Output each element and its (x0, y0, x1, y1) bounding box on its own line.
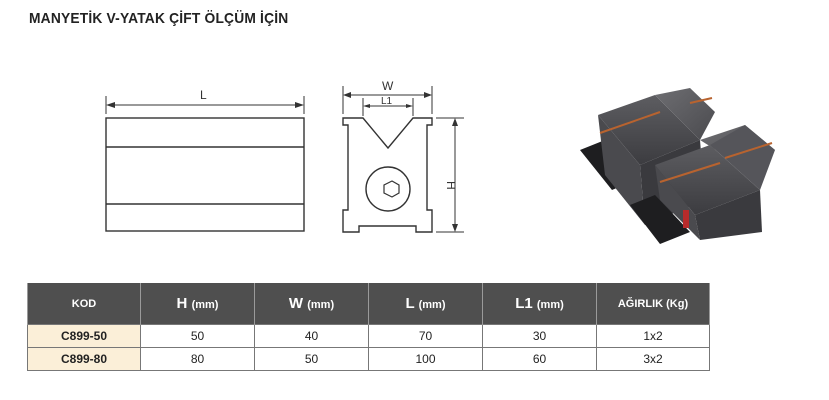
hex-socket-icon (383, 180, 400, 198)
header-l1: L1 (mm) (482, 283, 597, 325)
header-w: W (mm) (254, 283, 369, 325)
cell-l1: 60 (482, 347, 597, 371)
page-title: MANYETİK V-YATAK ÇİFT ÖLÇÜM İÇİN (29, 10, 289, 27)
cell-w: 40 (254, 324, 369, 348)
cell-weight: 1x2 (596, 324, 710, 348)
table-row: C899-50 50 40 70 30 1x2 (27, 324, 710, 348)
cell-l: 70 (368, 324, 483, 348)
side-view-outline (342, 117, 433, 233)
label-w: W (382, 79, 394, 93)
cell-h: 50 (140, 324, 255, 348)
cell-h: 80 (140, 347, 255, 371)
cell-l1: 30 (482, 324, 597, 348)
cell-l: 100 (368, 347, 483, 371)
header-kod: KOD (27, 283, 141, 325)
header-weight: AĞIRLIK (Kg) (596, 283, 710, 325)
table-header-row: KOD H (mm) W (mm) L (mm) L1 (mm) AĞIRLIK… (27, 283, 710, 325)
spec-table: KOD H (mm) W (mm) L (mm) L1 (mm) AĞIRLIK… (27, 283, 710, 371)
label-l: L (200, 88, 207, 102)
front-view-outline (105, 117, 305, 232)
cell-w: 50 (254, 347, 369, 371)
magnet-bore (365, 166, 411, 212)
label-l1: L1 (381, 96, 393, 107)
header-h: H (mm) (140, 283, 255, 325)
header-l: L (mm) (368, 283, 483, 325)
cell-kod: C899-50 (27, 324, 141, 348)
cell-weight: 3x2 (596, 347, 710, 371)
label-h: H (444, 181, 458, 190)
cell-kod: C899-80 (27, 347, 141, 371)
product-photo (580, 88, 775, 244)
technical-drawing: L W L1 H (105, 79, 464, 233)
table-row: C899-80 80 50 100 60 3x2 (27, 347, 710, 371)
right-v-block (630, 125, 775, 244)
